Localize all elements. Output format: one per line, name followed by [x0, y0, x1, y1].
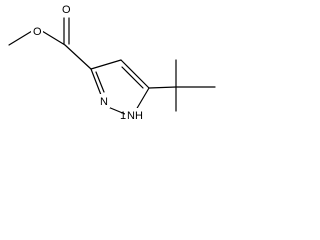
bond-ring-c5-c4-inner — [121, 66, 144, 89]
carbonyl-oxygen-bg — [60, 2, 73, 16]
bond-ester-oxygen-carbonyl-carbon — [41, 30, 66, 46]
bond-ring-c3-n2 — [90, 68, 102, 96]
bond-layer — [8, 17, 216, 115]
ester-oxygen-label: O — [33, 26, 42, 38]
bond-c5-tert-carbon — [148, 86, 177, 89]
ring-nh-bg — [125, 108, 147, 125]
chemical-structure-diagram: O O N NH 1 — [8, 2, 216, 125]
bond-ring-c4-c3 — [90, 59, 122, 70]
ring-nitrogen-label: N — [100, 96, 108, 108]
carbonyl-oxygen-label: O — [62, 4, 71, 16]
ester-oxygen-bg — [31, 24, 43, 38]
atom-label-layer: O O N NH 1 — [31, 2, 147, 125]
ring-nitrogen-bg — [98, 94, 110, 108]
bond-ring-c5-c4 — [120, 59, 150, 89]
ring-nh-label: NH — [127, 110, 143, 122]
bond-ring-c3-n2-inner — [95, 71, 105, 93]
bond-carbonyl-carbon-ring-c3 — [64, 44, 92, 70]
ring-nh-index: 1 — [120, 110, 126, 122]
bond-ring-n1-c5 — [135, 87, 150, 111]
bond-ring-n2-n1 — [107, 106, 126, 115]
bond-methyl-ester-oxygen — [8, 30, 33, 46]
